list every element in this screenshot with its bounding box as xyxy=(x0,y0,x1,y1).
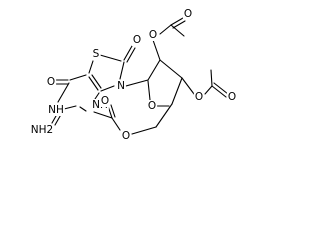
atom-o-acetyl-3-ester: O xyxy=(195,91,203,103)
bond-s-c3a xyxy=(88,60,94,74)
atom-nh2: NH2 xyxy=(31,124,53,136)
atom-label-background xyxy=(99,95,111,107)
atom-label-background xyxy=(147,29,159,41)
atom-label-background xyxy=(29,124,55,136)
bond-c5-oester xyxy=(131,126,157,135)
bond-c2-o-double xyxy=(126,47,136,63)
bond-c3-c4 xyxy=(171,77,183,105)
bond-c4-c5 xyxy=(155,103,173,128)
atom-o-acetyl-3-carbonyl: O xyxy=(228,91,236,103)
atom-o-acetyl-2-ester: O xyxy=(149,29,157,41)
bond-nh-c6 xyxy=(63,105,77,110)
bond-cacyl-methyl-5 xyxy=(93,111,113,119)
bond-oester-cacyl-5 xyxy=(111,117,121,131)
bond-cacyl-ocarbonyl xyxy=(170,17,184,26)
bond-n-c7a xyxy=(100,85,115,92)
bond-s-c2 xyxy=(99,54,122,62)
atom-o-acetyl-5-ester: O xyxy=(122,130,130,142)
bond-cacyl-ocarbonyl-5-double xyxy=(110,104,116,118)
bond-c2-o xyxy=(123,45,133,61)
bond-cacyl-ocarbonyl-3-double xyxy=(213,82,229,95)
bond-n-c1prime xyxy=(125,79,149,87)
bond-cacyl-methyl-3 xyxy=(210,69,213,87)
atom-label-background xyxy=(226,91,238,103)
bond-c7a-nh xyxy=(94,92,100,100)
bond-c4-nh xyxy=(57,82,70,103)
atom-o-c7: O xyxy=(47,76,55,88)
atom-label-background xyxy=(182,8,194,20)
chemical-structure-diagram: O S N O NH NH NH2 O O O O O O O xyxy=(29,8,238,142)
bond-c3-oester xyxy=(181,77,195,95)
atom-o-ring-carbonyl: O xyxy=(133,34,141,46)
bond-oester-cacyl xyxy=(159,24,172,35)
bond-c1-c2 xyxy=(147,59,161,81)
atom-o-acetyl-5-carbonyl: O xyxy=(101,95,109,107)
bonds xyxy=(51,17,229,135)
atom-nh-bottom: NH xyxy=(48,104,64,116)
bond-oester-cacyl-3 xyxy=(204,85,213,95)
atom-o-ribose-ring: O xyxy=(148,100,156,112)
bond-cacyl-ocarbonyl-double xyxy=(172,20,186,29)
bond-c6-short xyxy=(79,106,87,112)
atom-labels: O S N O NH NH NH2 O O O O O O O xyxy=(29,8,238,142)
bond-c3a-c4 xyxy=(69,74,87,81)
atom-n-thiazole: N xyxy=(117,80,125,92)
atom-label-background xyxy=(193,91,205,103)
atom-label-background xyxy=(91,48,101,60)
atom-o-acetyl-2-carbonyl: O xyxy=(184,8,192,20)
bond-cacyl-ocarbonyl-3 xyxy=(211,85,227,98)
bond-oring-c1 xyxy=(147,80,151,101)
bond-c3a-c7a-double xyxy=(91,74,102,89)
atom-label-background xyxy=(116,80,126,92)
atom-label-background xyxy=(45,76,57,88)
bond-c3a-c7a xyxy=(88,76,99,91)
atom-label-background xyxy=(120,130,132,142)
atom-label-background xyxy=(47,104,65,116)
atom-label-background xyxy=(131,34,143,46)
bond-c2-c3 xyxy=(159,59,183,79)
atom-label-background xyxy=(146,100,158,112)
bond-c2-n xyxy=(119,61,125,80)
bond-c2-oester xyxy=(152,39,161,61)
bond-cacyl-methyl xyxy=(170,24,185,37)
atom-s-thiazole: S xyxy=(93,48,100,60)
